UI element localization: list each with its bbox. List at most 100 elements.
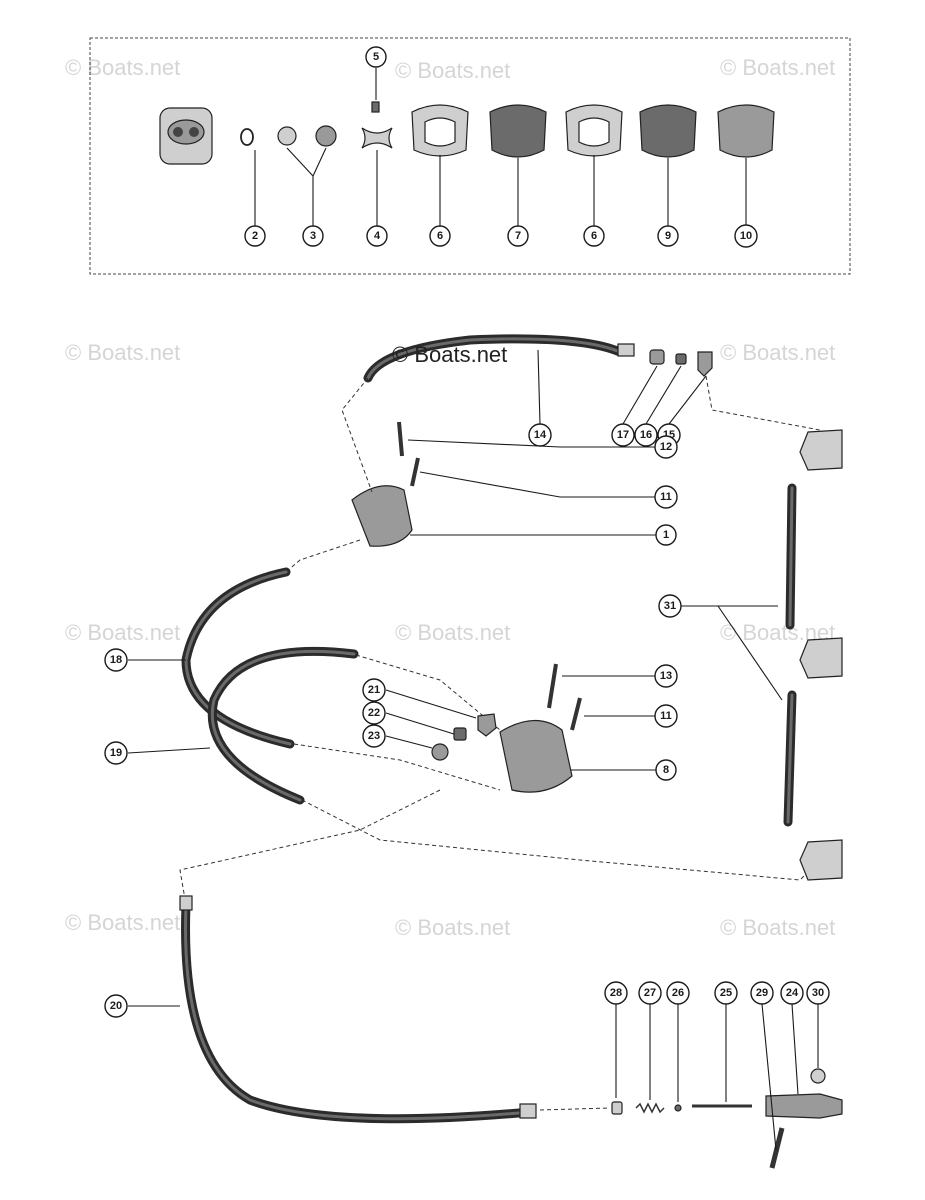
svg-text:19: 19 <box>110 747 122 759</box>
callout-11: 11 <box>654 485 678 509</box>
callout-12: 12 <box>654 435 678 459</box>
callout-29: 29 <box>750 981 774 1005</box>
callout-18: 18 <box>104 648 128 672</box>
cover-8 <box>499 719 573 793</box>
callout-23: 23 <box>362 724 386 748</box>
callout-25: 25 <box>714 981 738 1005</box>
callout-8: 8 <box>655 759 677 781</box>
svg-text:25: 25 <box>720 987 732 999</box>
svg-text:29: 29 <box>756 987 768 999</box>
svg-text:20: 20 <box>110 1000 122 1012</box>
cover-plate <box>639 104 697 158</box>
fitting-block <box>799 637 843 679</box>
callout-6: 6 <box>583 225 605 247</box>
svg-text:5: 5 <box>373 51 379 63</box>
callout-22: 22 <box>362 701 386 725</box>
watermark-main: © Boats.net <box>392 342 507 367</box>
callout-30: 30 <box>806 981 830 1005</box>
check-valve-seat <box>611 1101 623 1115</box>
callout-1: 1 <box>655 524 677 546</box>
svg-text:28: 28 <box>610 987 622 999</box>
watermark: © Boats.net <box>65 910 180 935</box>
svg-text:6: 6 <box>437 230 443 242</box>
svg-text:13: 13 <box>660 670 672 682</box>
cover-1 <box>351 485 413 547</box>
svg-text:12: 12 <box>660 441 672 453</box>
callout-16: 16 <box>634 423 658 447</box>
screw-11 <box>410 457 420 487</box>
callout-9: 9 <box>657 225 679 247</box>
callout-5: 5 <box>365 46 387 68</box>
watermark: © Boats.net <box>65 340 180 365</box>
gasket <box>565 104 623 157</box>
watermark: © Boats.net <box>395 58 510 83</box>
callout-13: 13 <box>654 664 678 688</box>
svg-text:4: 4 <box>374 230 381 242</box>
hose-19 <box>207 646 359 805</box>
callout-6: 6 <box>429 225 451 247</box>
elbow-fitting <box>697 351 713 377</box>
svg-text:26: 26 <box>672 987 684 999</box>
retainer-clip <box>361 127 393 149</box>
hose-20 <box>179 895 537 1124</box>
svg-text:30: 30 <box>812 987 824 999</box>
screw-11 <box>570 697 582 731</box>
callout-2: 2 <box>244 225 266 247</box>
small-screw <box>371 101 380 113</box>
svg-text:11: 11 <box>660 710 672 722</box>
svg-text:2: 2 <box>252 230 258 242</box>
fitting-nut <box>649 349 665 365</box>
watermark: © Boats.net <box>395 915 510 940</box>
fitting-block <box>799 839 843 881</box>
diaphragm-plate <box>489 104 547 158</box>
hose-31 <box>783 483 797 827</box>
svg-text:3: 3 <box>310 230 316 242</box>
callout-24: 24 <box>780 981 804 1005</box>
callout-14: 14 <box>528 423 552 447</box>
spring <box>635 1102 665 1114</box>
svg-text:11: 11 <box>660 491 672 503</box>
watermark: © Boats.net <box>720 915 835 940</box>
svg-text:16: 16 <box>640 429 652 441</box>
o-ring <box>240 128 254 146</box>
callout-19: 19 <box>104 741 128 765</box>
check-ball <box>674 1104 682 1112</box>
seal-washer <box>277 126 297 146</box>
ferrule <box>675 353 687 365</box>
svg-text:10: 10 <box>740 230 752 242</box>
cap-nut <box>810 1068 826 1084</box>
callout-28: 28 <box>604 981 628 1005</box>
watermark: © Boats.net <box>65 55 180 80</box>
end-plate <box>717 104 775 158</box>
callout-20: 20 <box>104 994 128 1018</box>
fitting-block <box>799 429 843 471</box>
callout-26: 26 <box>666 981 690 1005</box>
svg-text:14: 14 <box>534 429 547 441</box>
inset-cover-plate <box>159 107 213 165</box>
watermark: © Boats.net <box>720 340 835 365</box>
fitting-nut <box>431 743 449 761</box>
callout-27: 27 <box>638 981 662 1005</box>
svg-text:27: 27 <box>644 987 656 999</box>
watermark: © Boats.net <box>65 620 180 645</box>
svg-text:1: 1 <box>663 529 669 541</box>
callout-3: 3 <box>302 225 324 247</box>
svg-text:21: 21 <box>368 684 380 696</box>
inset-frame <box>89 37 851 275</box>
screw-12 <box>397 421 404 457</box>
callout-4: 4 <box>366 225 388 247</box>
callout-21: 21 <box>362 678 386 702</box>
ferrule <box>453 727 467 741</box>
callout-7: 7 <box>507 225 529 247</box>
svg-text:6: 6 <box>591 230 597 242</box>
callout-11: 11 <box>654 704 678 728</box>
svg-text:22: 22 <box>368 707 380 719</box>
svg-text:23: 23 <box>368 730 380 742</box>
screw-13 <box>547 663 558 709</box>
callout-10: 10 <box>734 224 758 248</box>
svg-text:18: 18 <box>110 654 122 666</box>
svg-text:7: 7 <box>515 230 521 242</box>
svg-text:24: 24 <box>786 987 799 999</box>
watermark: © Boats.net <box>720 55 835 80</box>
